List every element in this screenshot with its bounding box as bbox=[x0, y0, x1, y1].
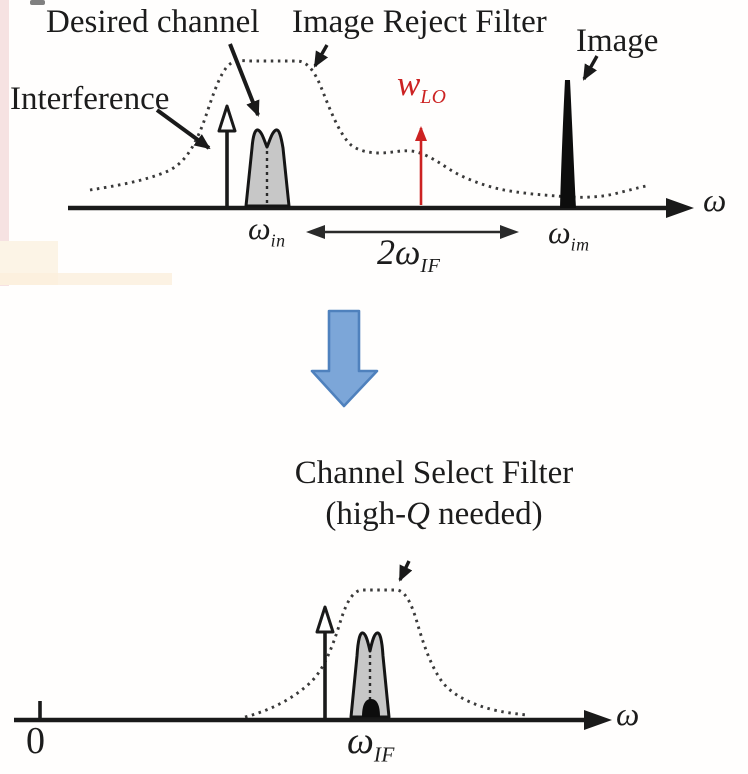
two-omega-if-span-right-arrowhead-icon bbox=[500, 225, 519, 239]
if-spectrum-diagram bbox=[14, 560, 612, 730]
image-reject-filter-label: Image Reject Filter bbox=[292, 4, 547, 40]
omega-if-label: ωIF bbox=[347, 720, 395, 765]
lo-frequency-sub: LO bbox=[420, 87, 447, 108]
interference-impulse-head bbox=[217, 104, 237, 133]
scan-artifact-cream-line bbox=[0, 273, 172, 285]
omega-in-base: ω bbox=[248, 210, 271, 246]
if-frequency-axis-arrowhead-icon bbox=[584, 710, 612, 730]
residual-image-bump bbox=[362, 699, 380, 717]
frequency-axis-arrowhead-icon bbox=[666, 198, 694, 218]
omega-if-base: ω bbox=[347, 720, 374, 762]
image-reject-filter-pointer-arrow bbox=[313, 44, 329, 68]
high-q-subtitle: (high-Q needed) bbox=[258, 497, 610, 532]
interference-label: Interference bbox=[10, 81, 170, 117]
two-omega-if-sub: IF bbox=[420, 255, 441, 278]
high-q-subtitle-q: Q bbox=[406, 496, 430, 532]
omega-im-label: ωim bbox=[548, 214, 590, 253]
two-omega-if-base: 2ω bbox=[377, 232, 421, 272]
desired-channel-pointer-arrow bbox=[228, 43, 260, 117]
omega-in-sub: in bbox=[270, 230, 286, 251]
high-q-subtitle-post: needed) bbox=[429, 496, 543, 532]
omega-im-base: ω bbox=[548, 214, 571, 250]
interference-pointer-arrow bbox=[155, 108, 211, 150]
scan-artifact-left-strip bbox=[0, 0, 9, 286]
lo-frequency-base: w bbox=[397, 64, 421, 103]
if-desired-channel-spectrum bbox=[349, 631, 391, 719]
if-interference-impulse-head bbox=[315, 605, 335, 634]
image-label: Image bbox=[576, 23, 659, 59]
omega-im-sub: im bbox=[570, 234, 590, 255]
channel-select-filter-pointer-arrow bbox=[398, 560, 413, 582]
rf-spectrum-diagram bbox=[68, 43, 694, 239]
desired-channel-label: Desired channel bbox=[46, 4, 260, 40]
two-omega-if-span-left-arrowhead-icon bbox=[306, 225, 325, 239]
zero-label: 0 bbox=[26, 720, 45, 762]
downconvert-arrow-icon bbox=[310, 309, 379, 408]
lo-frequency-label: wLO bbox=[397, 64, 446, 107]
omega-in-label: ωin bbox=[248, 210, 286, 249]
scan-artifact-smudge bbox=[30, 0, 45, 5]
downconvert-arrow-shape bbox=[310, 309, 379, 408]
image-pointer-arrow bbox=[582, 55, 599, 81]
top-axis-omega-label: ω bbox=[703, 183, 727, 219]
bottom-axis-omega-label: ω bbox=[616, 697, 640, 733]
omega-if-sub: IF bbox=[373, 742, 395, 767]
channel-select-filter-title: Channel Select Filter bbox=[294, 455, 574, 491]
image-spectral-line bbox=[560, 80, 576, 208]
image-reject-filter-curve bbox=[89, 59, 647, 199]
high-q-subtitle-pre: (high- bbox=[325, 496, 407, 532]
two-omega-if-label: 2ωIF bbox=[377, 232, 440, 276]
